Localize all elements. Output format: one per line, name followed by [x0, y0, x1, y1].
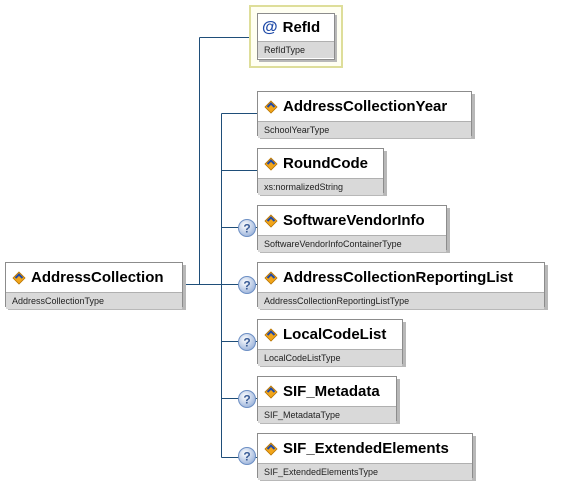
- element-icon: [264, 99, 278, 114]
- child-element-name: LocalCodeList: [283, 326, 387, 343]
- child-element-name: RoundCode: [283, 155, 368, 172]
- element-icon: [264, 270, 278, 285]
- child-element-type: AddressCollectionReportingListType: [258, 292, 544, 309]
- element-icon: [264, 213, 278, 228]
- svg-text:?: ?: [243, 279, 250, 293]
- child-element-name: AddressCollectionYear: [283, 98, 448, 115]
- svg-text:?: ?: [243, 450, 250, 464]
- element-icon: [264, 327, 278, 342]
- attribute-type: RefIdType: [258, 41, 334, 58]
- element-icon: [12, 270, 26, 285]
- root-element-type: AddressCollectionType: [6, 292, 182, 309]
- element-icon: [264, 156, 278, 171]
- svg-text:?: ?: [243, 336, 250, 350]
- child-element-type: SIF_MetadataType: [258, 406, 396, 423]
- child-element-type: xs:normalizedString: [258, 178, 383, 195]
- child-element-name: SIF_Metadata: [283, 383, 380, 400]
- attribute-node[interactable]: @ RefId RefIdType: [249, 5, 343, 68]
- optional-badge-icon: ?: [238, 276, 256, 294]
- root-element-node[interactable]: AddressCollection AddressCollectionType: [5, 262, 183, 309]
- child-element-node[interactable]: RoundCode xs:normalizedString: [257, 148, 384, 195]
- optional-badge-icon: ?: [238, 219, 256, 237]
- optional-badge-icon: ?: [238, 333, 256, 351]
- optional-badge-icon: ?: [238, 447, 256, 465]
- attribute-icon: @: [262, 18, 278, 36]
- child-element-type: LocalCodeListType: [258, 349, 402, 366]
- element-icon: [264, 441, 278, 456]
- child-element-type: SoftwareVendorInfoContainerType: [258, 235, 446, 252]
- optional-badge-icon: ?: [238, 390, 256, 408]
- child-element-name: AddressCollectionReportingList: [283, 269, 514, 286]
- element-icon: [264, 384, 278, 399]
- child-element-type: SIF_ExtendedElementsType: [258, 463, 472, 480]
- attribute-name: RefId: [282, 19, 321, 36]
- svg-text:?: ?: [243, 393, 250, 407]
- root-element-name: AddressCollection: [31, 269, 164, 286]
- child-element-type: SchoolYearType: [258, 121, 471, 138]
- child-element-name: SoftwareVendorInfo: [283, 212, 425, 229]
- svg-text:?: ?: [243, 222, 250, 236]
- child-element-name: SIF_ExtendedElements: [283, 440, 449, 457]
